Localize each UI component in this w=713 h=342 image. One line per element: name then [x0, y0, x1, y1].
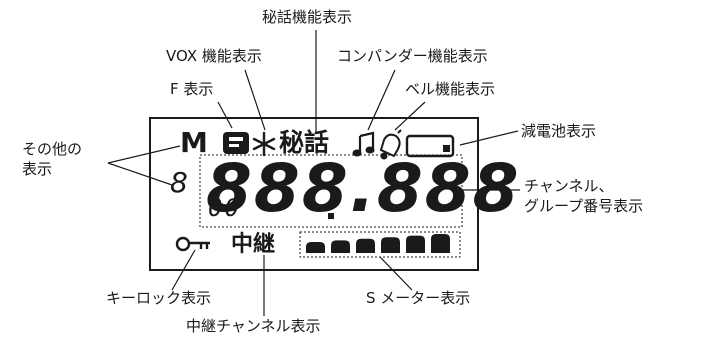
- leader-smeter: [379, 256, 413, 291]
- label-key-lock: キーロック表示: [106, 289, 212, 307]
- leader-f: [217, 101, 233, 129]
- leader-other-1: [107, 145, 181, 164]
- small-digit: 8: [170, 166, 188, 199]
- label-other-line1: その他の: [22, 140, 83, 158]
- music-note-icon: [352, 131, 375, 157]
- main-digits: 888.888: [206, 150, 521, 227]
- battery-icon: [405, 134, 455, 158]
- label-bell: ベル機能表示: [405, 80, 496, 98]
- label-compander: コンパンダー機能表示: [337, 47, 488, 65]
- s-meter-bar: [431, 234, 450, 253]
- label-battery: 減電池表示: [521, 122, 597, 140]
- s-meter-bar: [306, 242, 325, 253]
- digits-dotted-box: [199, 154, 463, 228]
- sub-digits: 00: [208, 194, 241, 222]
- hisoku-lcd-text: 秘話: [279, 128, 330, 157]
- bell-icon: [379, 129, 402, 160]
- leader-vox: [244, 69, 266, 131]
- lcd-panel-border: [149, 117, 479, 271]
- m-symbol: M: [180, 126, 208, 159]
- label-relay: 中継チャンネル表示: [186, 317, 321, 335]
- label-s-meter: S メーター表示: [366, 289, 471, 307]
- s-meter-bar: [356, 238, 375, 253]
- leader-battery: [459, 130, 519, 146]
- key-icon: [175, 236, 210, 252]
- s-meter-bar: [331, 240, 350, 253]
- label-channel-line2: グループ番号表示: [524, 197, 644, 215]
- leader-other-2: [107, 162, 173, 186]
- relay-lcd-text: 中継: [231, 232, 276, 257]
- s-meter-bars: [306, 234, 450, 253]
- leader-bell: [394, 101, 426, 131]
- s-meter-bar: [381, 237, 400, 253]
- label-channel-line1: チャンネル、: [524, 177, 614, 195]
- decimal-point-mark: [328, 213, 334, 219]
- label-f: F 表示: [170, 80, 214, 98]
- label-other-line2: 表示: [22, 160, 53, 178]
- f-box-icon: [223, 132, 249, 154]
- label-vox: VOX 機能表示: [166, 47, 262, 65]
- s-meter-bar: [406, 235, 425, 253]
- leader-key: [171, 249, 196, 291]
- leader-compander: [367, 69, 396, 131]
- label-hisoku: 秘話機能表示: [262, 8, 353, 26]
- asterisk-icon: [252, 131, 276, 157]
